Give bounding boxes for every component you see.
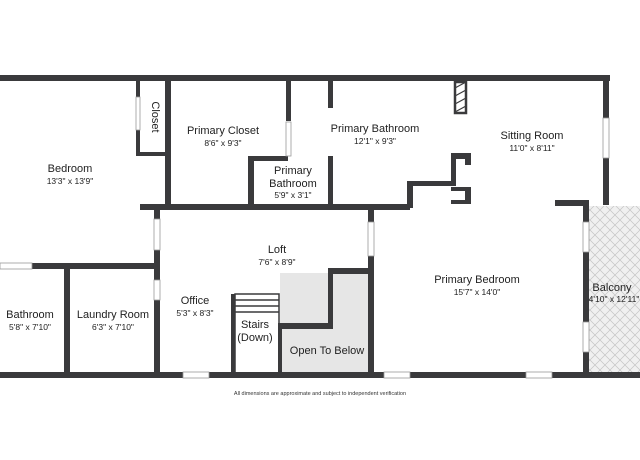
svg-text:7'6" x 8'9": 7'6" x 8'9": [258, 257, 295, 267]
svg-text:Primary Bedroom: Primary Bedroom: [434, 274, 520, 286]
windows: [0, 96, 610, 379]
svg-text:Sitting Room: Sitting Room: [501, 130, 564, 142]
svg-text:5'8" x 7'10": 5'8" x 7'10": [9, 322, 51, 332]
room-label-closet: Closet: [149, 101, 161, 132]
balcony-floor: [586, 206, 640, 376]
room-label-primary-bathroom: Primary Bathroom 12'1" x 9'3": [331, 123, 420, 146]
disclaimer: All dimensions are approximate and subje…: [234, 391, 406, 397]
svg-text:11'0" x 8'11": 11'0" x 8'11": [509, 143, 554, 153]
svg-text:Loft: Loft: [268, 244, 286, 256]
room-label-primary-bathroom-small: Primary Bathroom 5'9" x 3'1": [269, 165, 317, 200]
room-label-stairs: Stairs (Down): [237, 319, 272, 344]
svg-text:13'3" x 13'9": 13'3" x 13'9": [47, 176, 94, 186]
svg-text:Open To Below: Open To Below: [290, 345, 364, 357]
svg-text:4'10" x 12'11": 4'10" x 12'11": [589, 294, 640, 304]
svg-text:Bathroom: Bathroom: [6, 309, 54, 321]
svg-text:Laundry Room: Laundry Room: [77, 309, 149, 321]
svg-text:Bathroom: Bathroom: [269, 178, 317, 190]
room-label-sitting-room: Sitting Room 11'0" x 8'11": [501, 130, 564, 153]
svg-text:Primary Bathroom: Primary Bathroom: [331, 123, 420, 135]
svg-text:Bedroom: Bedroom: [48, 163, 93, 175]
room-label-bedroom: Bedroom 13'3" x 13'9": [47, 163, 94, 186]
svg-text:(Down): (Down): [237, 332, 272, 344]
svg-text:6'3" x 7'10": 6'3" x 7'10": [92, 322, 134, 332]
room-label-office: Office 5'3" x 8'3": [176, 295, 213, 318]
room-label-open-to-below: Open To Below: [290, 345, 364, 357]
svg-text:8'6" x 9'3": 8'6" x 9'3": [204, 138, 241, 148]
svg-text:12'1" x 9'3": 12'1" x 9'3": [354, 136, 396, 146]
svg-text:15'7" x 14'0": 15'7" x 14'0": [454, 287, 501, 297]
room-label-balcony: Balcony 4'10" x 12'11": [589, 282, 640, 304]
svg-text:5'9" x 3'1": 5'9" x 3'1": [274, 190, 311, 200]
room-label-laundry-room: Laundry Room 6'3" x 7'10": [77, 309, 149, 332]
svg-text:Stairs: Stairs: [241, 319, 270, 331]
stairs-treads: [234, 293, 280, 375]
room-label-bathroom: Bathroom 5'8" x 7'10": [6, 309, 54, 332]
room-label-loft: Loft 7'6" x 8'9": [258, 244, 295, 267]
room-label-primary-bedroom: Primary Bedroom 15'7" x 14'0": [434, 274, 520, 297]
room-label-primary-closet: Primary Closet 8'6" x 9'3": [187, 125, 259, 148]
svg-text:Primary Closet: Primary Closet: [187, 125, 259, 137]
svg-text:Closet: Closet: [149, 101, 161, 132]
svg-text:Balcony: Balcony: [592, 282, 632, 294]
walls: [0, 75, 640, 378]
svg-text:5'3" x 8'3": 5'3" x 8'3": [176, 308, 213, 318]
svg-text:Primary: Primary: [274, 165, 312, 177]
svg-text:Office: Office: [181, 295, 210, 307]
